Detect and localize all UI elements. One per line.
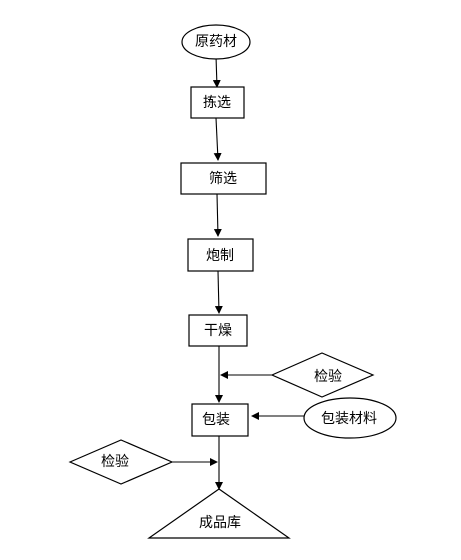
node-packaging-label: 包装 <box>202 412 230 428</box>
arrow-screening-to-processing <box>213 193 222 237</box>
node-drying: 干燥 <box>188 314 248 347</box>
arrow-raw-to-sorting <box>212 55 221 88</box>
node-inspection-right: 检验 <box>270 352 375 398</box>
node-raw-material: 原药材 <box>181 24 251 60</box>
node-drying-label: 干燥 <box>204 323 232 339</box>
node-packaging-material-label: 包装材料 <box>321 411 377 427</box>
node-raw-material-label: 原药材 <box>195 34 237 50</box>
node-finished-warehouse-label: 成品库 <box>199 515 241 531</box>
node-inspection-left-label: 检验 <box>101 454 129 470</box>
node-screening: 筛选 <box>180 162 267 195</box>
arrow-processing-to-drying <box>214 270 223 314</box>
node-packaging: 包装 <box>191 403 249 437</box>
node-sorting-label: 拣选 <box>203 95 231 111</box>
arrow-sorting-to-screening <box>213 117 222 161</box>
node-processing-label: 炮制 <box>206 248 234 264</box>
node-inspection-left: 检验 <box>68 439 174 485</box>
node-inspection-right-label: 检验 <box>314 369 342 385</box>
node-finished-warehouse: 成品库 <box>147 488 291 539</box>
node-screening-label: 筛选 <box>209 171 237 187</box>
node-packaging-material: 包装材料 <box>303 397 397 439</box>
node-sorting: 拣选 <box>190 86 245 119</box>
node-processing: 炮制 <box>187 238 254 272</box>
